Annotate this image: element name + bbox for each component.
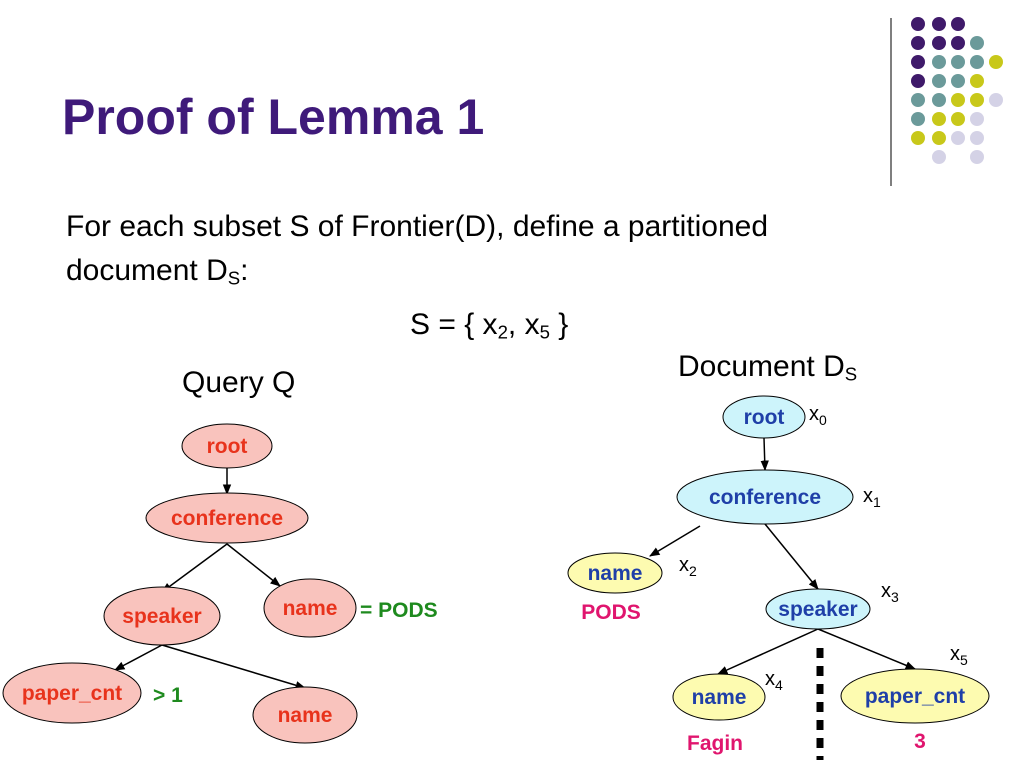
value-fagin: Fagin bbox=[687, 732, 743, 755]
set-definition: S = { x2, x5 } bbox=[410, 308, 569, 343]
doc-node-speaker: speaker bbox=[765, 588, 871, 630]
svg-text:name: name bbox=[692, 686, 747, 709]
svg-text:name: name bbox=[588, 562, 643, 585]
label-x0: x0 bbox=[809, 403, 827, 428]
edge-speaker-papercnt bbox=[114, 644, 163, 671]
doc-node-conference: conference bbox=[676, 469, 854, 525]
svg-text:name: name bbox=[283, 597, 338, 620]
svg-text:speaker: speaker bbox=[778, 598, 857, 621]
svg-text:root: root bbox=[207, 435, 248, 458]
condition-paper-cnt-gt: > 1 bbox=[153, 684, 183, 707]
document-caption: Document DS bbox=[678, 350, 858, 385]
edge-conference-name bbox=[226, 543, 281, 587]
slide-title: Proof of Lemma 1 bbox=[62, 89, 485, 145]
svg-text:conference: conference bbox=[709, 486, 821, 509]
doc-edge-speaker-name bbox=[717, 628, 819, 675]
svg-text:speaker: speaker bbox=[122, 605, 201, 628]
intro-line-1: For each subset S of Frontier(D), define… bbox=[66, 210, 769, 243]
query-node-root: root bbox=[181, 423, 273, 469]
svg-text:paper_cnt: paper_cnt bbox=[22, 682, 122, 705]
svg-text:paper_cnt: paper_cnt bbox=[865, 685, 965, 708]
edge-speaker-name bbox=[161, 644, 307, 690]
label-x4: x4 bbox=[765, 668, 783, 693]
query-caption: Query Q bbox=[182, 366, 296, 399]
svg-text:conference: conference bbox=[171, 507, 283, 530]
label-x1: x1 bbox=[863, 485, 881, 510]
doc-node-name: name bbox=[567, 552, 663, 594]
svg-text:root: root bbox=[744, 406, 785, 429]
doc-edge-root-conference bbox=[760, 437, 769, 472]
intro-text: For each subset S of Frontier(D), define… bbox=[66, 205, 886, 301]
doc-edge-speaker-papercnt bbox=[817, 628, 916, 670]
query-tree: root conference speaker name paper_cnt n… bbox=[2, 423, 438, 744]
document-tree: root conference name speaker name paper_… bbox=[567, 395, 990, 760]
value-paper-cnt: 3 bbox=[914, 730, 926, 753]
doc-node-speaker-name: name bbox=[672, 673, 766, 721]
query-node-speaker: speaker bbox=[103, 586, 221, 646]
value-pods: PODS bbox=[581, 601, 641, 624]
edge-conference-speaker bbox=[161, 543, 228, 593]
doc-edge-conference-speaker bbox=[764, 523, 819, 590]
query-node-name: name bbox=[263, 578, 357, 638]
intro-line-2: document DS: bbox=[66, 254, 249, 289]
svg-text:name: name bbox=[278, 704, 333, 727]
label-x5: x5 bbox=[950, 643, 968, 668]
doc-node-paper-cnt: paper_cnt bbox=[840, 668, 990, 724]
label-x2: x2 bbox=[679, 554, 697, 579]
doc-edge-conference-name bbox=[649, 525, 701, 557]
query-node-speaker-name: name bbox=[252, 686, 358, 744]
query-node-paper-cnt: paper_cnt bbox=[2, 662, 142, 724]
doc-node-root: root bbox=[722, 395, 806, 439]
query-node-conference: conference bbox=[145, 492, 309, 544]
label-x3: x3 bbox=[881, 580, 899, 605]
condition-name-eq: = PODS bbox=[360, 599, 438, 622]
